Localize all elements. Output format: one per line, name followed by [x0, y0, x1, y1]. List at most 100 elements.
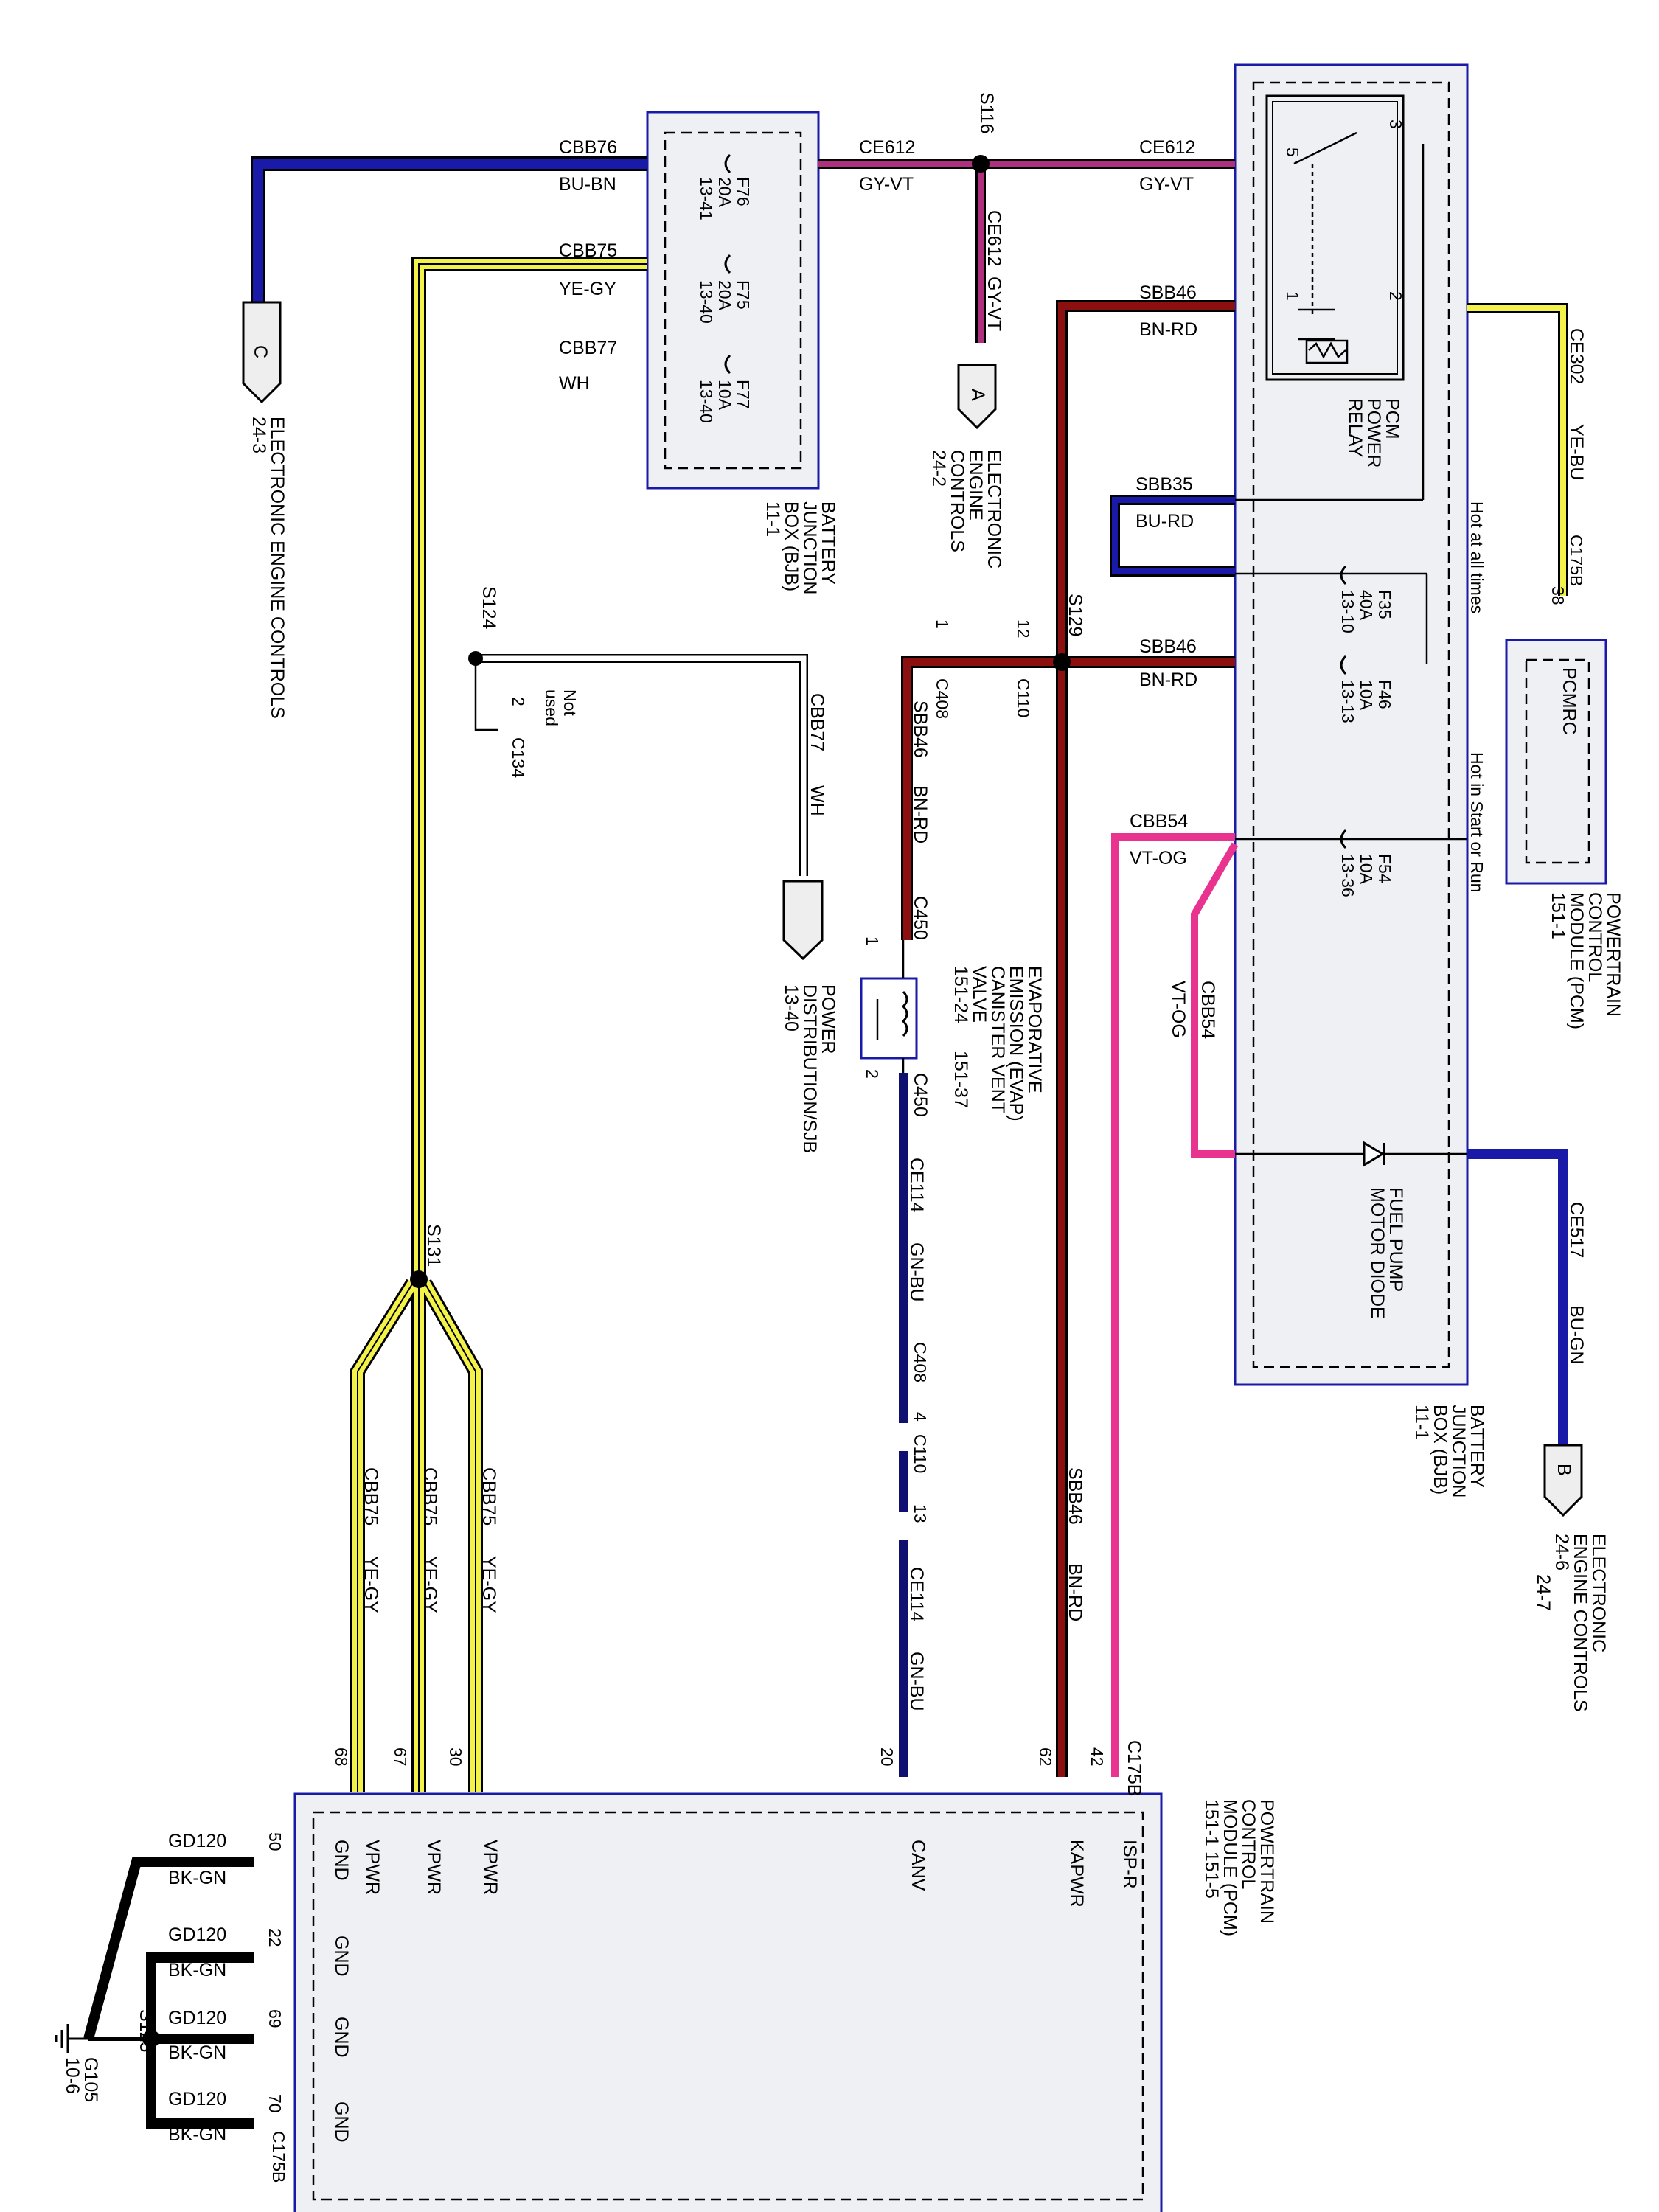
diode-name1: FUEL PUMP	[1385, 1187, 1406, 1292]
connector-b-desc1: ELECTRONIC	[1588, 1534, 1609, 1652]
wire-ce517-circuit: CE517	[1566, 1202, 1587, 1258]
ground-id: G105	[80, 2057, 101, 2102]
pcm-gnd-0-num: 50	[265, 1832, 285, 1851]
gd120-color-4: BK-GN	[168, 2124, 226, 2145]
wire-cbb75-a-circuit: CBB75	[361, 1467, 381, 1526]
bjb-small-name2: JUNCTION	[799, 501, 820, 594]
pcm-small-inner: PCMRC	[1559, 667, 1579, 735]
pcm-small-box	[1505, 639, 1607, 885]
c110-pin: 12	[1014, 619, 1033, 639]
pcm-main-name1: POWERTRAIN	[1256, 1799, 1277, 1924]
splice-s131: S131	[423, 1224, 444, 1267]
wire-cbb54-color: VT-OG	[1130, 848, 1187, 869]
wire-cbb75-circuit: CBB75	[559, 240, 617, 261]
connector-a-icon	[957, 364, 997, 430]
fuse-f75-ref: 13-40	[697, 280, 716, 324]
connector-c-desc: ELECTRONIC ENGINE CONTROLS	[267, 417, 288, 719]
connector-a-desc2: ENGINE	[965, 450, 986, 521]
wire-cbb75-c-circuit: CBB75	[479, 1467, 499, 1526]
splice-s116: S116	[976, 92, 997, 134]
c408b-pin: 4	[911, 1412, 930, 1422]
c408-pin: 1	[933, 619, 952, 629]
pcm-gnd-3-num: 70	[265, 2094, 285, 2113]
wire-cbb77	[474, 654, 808, 876]
relay-name2: POWER	[1363, 398, 1384, 467]
pcm-pin-1-num: 62	[1036, 1747, 1055, 1767]
wire-sbb46-color-v1: BN-RD	[910, 785, 931, 844]
pcm-small-pin: 38	[1548, 586, 1568, 605]
pcm-pin-5-num: 68	[332, 1747, 351, 1767]
pcm-small-page: 151-1	[1548, 892, 1568, 939]
wire-ce612-circuit-v: CE612	[984, 210, 1004, 266]
pcm-pin-3-num: 30	[446, 1747, 465, 1767]
fuse-f54-ref: 13-36	[1338, 854, 1357, 897]
wire-sbb46-circuit-v2: SBB46	[1065, 1467, 1085, 1525]
relay-pin-3: 3	[1386, 119, 1405, 129]
pcm-pin-2-num: 20	[877, 1747, 897, 1767]
pcm-gnd-3-label: GND	[331, 2101, 352, 2143]
wire-cbb76-circuit: CBB76	[559, 137, 617, 158]
gd120-circuit-3: GD120	[168, 2008, 226, 2028]
wire-ce517	[1467, 1149, 1568, 1445]
bjb-large-page: 11-1	[1411, 1405, 1432, 1440]
wire-sbb46-circuit-b: SBB46	[1139, 636, 1197, 657]
power-dist-desc2: DISTRIBUTION/SJB	[799, 984, 820, 1153]
connector-a-desc1: ELECTRONIC	[984, 450, 1004, 568]
fuse-f76-amps: 20A	[715, 177, 734, 208]
wire-cbb77-circuit: CBB77	[559, 338, 617, 358]
pcm-gnd-0-label: GND	[331, 1840, 352, 1881]
gd120-circuit-4: GD120	[168, 2089, 226, 2110]
c134-pin: 2	[509, 697, 528, 706]
c110-label: C110	[1014, 678, 1033, 717]
wire-sbb46	[901, 300, 1235, 1777]
evap-conn-a: C450	[910, 896, 931, 940]
splice-dots	[142, 155, 1071, 2048]
wire-sbb46-circuit-v1: SBB46	[910, 700, 931, 758]
c408b-label: C408	[911, 1342, 930, 1382]
ground-icon	[55, 2024, 88, 2053]
wire-cbb77-circuit-v: CBB77	[807, 693, 827, 751]
fuse-f54-amps: 10A	[1357, 854, 1376, 885]
wire-ce517-color: BU-GN	[1566, 1305, 1587, 1365]
wire-ce612-color-a: GY-VT	[859, 174, 914, 195]
ground-page: 10-6	[62, 2057, 83, 2094]
bus-lines	[1235, 144, 1467, 841]
labels-layer: CE612GY-VTSBB46BN-RDCBB77WHCE114GN-BUCE1…	[62, 92, 1624, 2183]
pcm-small-name1: POWERTRAIN	[1603, 892, 1624, 1017]
evap-line4: VALVE	[969, 966, 990, 1023]
connector-b-desc2: ENGINE CONTROLS	[1570, 1534, 1590, 1712]
relay-pin-1: 1	[1283, 291, 1302, 301]
wire-cbb76-color: BU-BN	[559, 174, 616, 195]
wire-sbb46-color-b: BN-RD	[1139, 669, 1197, 690]
pcm-small-connector: C175B	[1567, 535, 1586, 586]
pcm-gnd-1-num: 22	[265, 1928, 285, 1947]
relay-pin-2: 2	[1386, 291, 1405, 301]
wire-cbb54	[1111, 833, 1239, 1777]
splice-s125: S125	[136, 2009, 156, 2052]
c110b-pin: 13	[911, 1504, 930, 1523]
wire-ce612-color-v: GY-VT	[984, 276, 1004, 331]
evap-line3: CANISTER VENT	[987, 966, 1008, 1113]
wire-ce114-circuit-a: CE114	[906, 1158, 927, 1213]
fuel-pump-diode-icon	[1235, 1141, 1467, 1167]
pcm-small-name2: CONTROL	[1585, 892, 1605, 982]
fuse-f46-id: F46	[1375, 680, 1394, 709]
c134-note2: used	[542, 689, 561, 726]
wire-sbb46-color-a: BN-RD	[1139, 319, 1197, 340]
bjb-large-box	[1234, 63, 1469, 1386]
fuse-f76-id: F76	[734, 177, 753, 206]
fuse-f75-amps: 20A	[715, 280, 734, 311]
pcm-gnd-2-label: GND	[331, 2017, 352, 2058]
pcm-pin-3-label: VPWR	[480, 1840, 501, 1895]
power-dist-page: 13-40	[781, 984, 801, 1032]
wire-ce612-circuit-b: CE612	[1139, 137, 1195, 158]
splice-s129: S129	[1065, 594, 1085, 636]
wire-sbb35-circuit: SBB35	[1135, 474, 1193, 495]
gd120-circuit-1: GD120	[168, 1831, 226, 1851]
bjb-large-name2: JUNCTION	[1448, 1405, 1469, 1498]
pcm-main-box	[293, 1792, 1163, 2212]
wire-ce114-color-a: GN-BU	[906, 1242, 927, 1302]
pcm-gnd-2-num: 69	[265, 2009, 285, 2028]
fuse-f54-id: F54	[1375, 854, 1394, 883]
evap-ref2: 151-37	[950, 1051, 971, 1108]
